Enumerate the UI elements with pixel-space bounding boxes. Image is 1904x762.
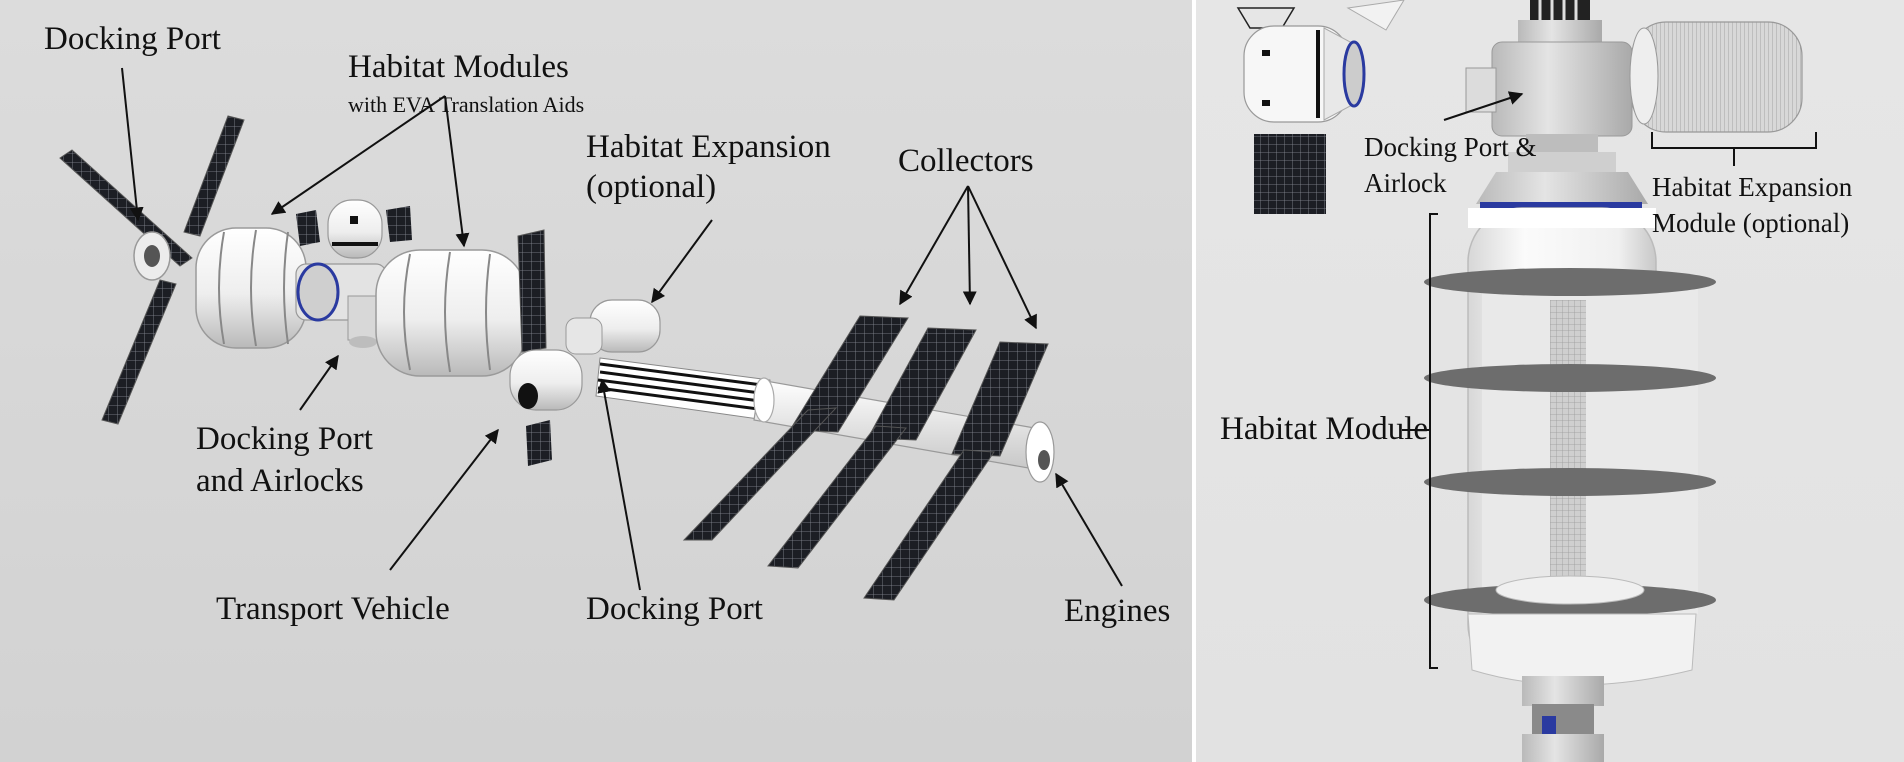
label-engines: Engines bbox=[1064, 592, 1170, 631]
upper-docking-node bbox=[1466, 0, 1648, 210]
lower-docking-node bbox=[1522, 676, 1604, 762]
label-docking-port-bottom: Docking Port bbox=[586, 590, 763, 629]
habitat-module-1 bbox=[196, 228, 306, 348]
habitat-expansion bbox=[566, 300, 660, 354]
label-collectors: Collectors bbox=[898, 142, 1034, 181]
collector-array bbox=[864, 342, 1048, 600]
label-habitat-expansion-line2: (optional) bbox=[586, 168, 716, 207]
label-transport-vehicle: Transport Vehicle bbox=[216, 590, 450, 629]
label-habitat-modules-sub: with EVA Translation Aids bbox=[348, 92, 584, 118]
habitat-module-2 bbox=[376, 250, 526, 376]
solar-array bbox=[518, 230, 546, 352]
label-docking-airlocks-line2: and Airlocks bbox=[196, 462, 364, 501]
transport-vehicle bbox=[510, 350, 582, 466]
label-habitat-module: Habitat Module bbox=[1220, 410, 1428, 449]
truss bbox=[596, 358, 770, 420]
habitat-expansion-module bbox=[1630, 22, 1802, 132]
habitat-cutaway-panel: Docking Port & Airlock Habitat Expansion… bbox=[1196, 0, 1904, 762]
label-habitat-expansion-line1: Habitat Expansion bbox=[586, 128, 831, 167]
label-expansion-module-line2: Module (optional) bbox=[1652, 208, 1849, 240]
station-overview-render bbox=[0, 0, 1192, 762]
label-docking-airlock-line2: Airlock bbox=[1364, 168, 1446, 200]
label-docking-airlock-line1: Docking Port & bbox=[1364, 132, 1537, 164]
front-docking-port-hatch bbox=[144, 245, 160, 267]
label-docking-port-top: Docking Port bbox=[44, 20, 221, 59]
label-docking-airlocks-line1: Docking Port bbox=[196, 420, 373, 459]
habitat-cutaway-render bbox=[1196, 0, 1904, 762]
label-habitat-modules: Habitat Modules bbox=[348, 48, 569, 87]
station-overview-panel: Docking Port Habitat Modules with EVA Tr… bbox=[0, 0, 1192, 762]
habitat-module bbox=[1424, 208, 1716, 685]
label-expansion-module-line1: Habitat Expansion bbox=[1652, 172, 1852, 204]
